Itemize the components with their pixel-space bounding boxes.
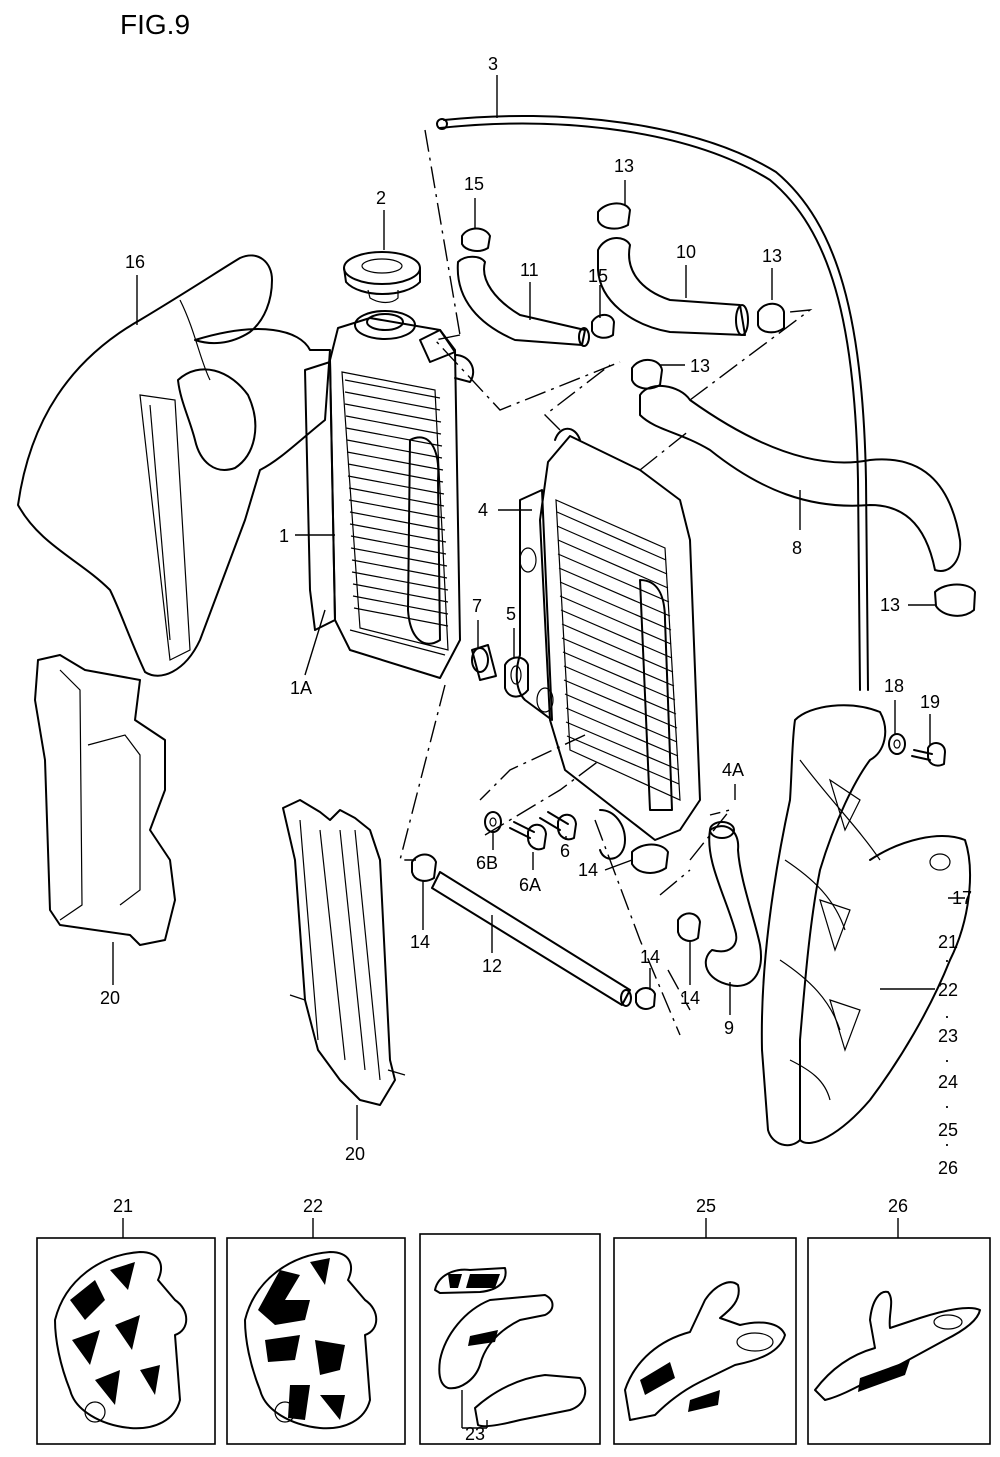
callout-21: 21 bbox=[938, 932, 958, 952]
callout-18: 18 bbox=[884, 676, 904, 696]
radiator-hose-upper bbox=[639, 384, 962, 572]
washer-6b bbox=[484, 811, 502, 833]
leader-lines bbox=[112, 75, 965, 1140]
inset-label-26: 26 bbox=[888, 1196, 908, 1216]
inset-label-23: 23 bbox=[465, 1424, 485, 1444]
callout-15-mid: 15 bbox=[588, 266, 608, 286]
radiator-left bbox=[304, 310, 475, 679]
hose-clamp-13-top bbox=[597, 202, 631, 230]
radiator-shroud-right bbox=[760, 704, 971, 1147]
callout-13-mid: 13 bbox=[762, 246, 782, 266]
radiator-hose-12 bbox=[431, 871, 632, 1007]
dot-5: · bbox=[944, 1134, 950, 1154]
callouts: 3 2 16 1 1A 4 7 5 6 6A 6B 15 15 13 13 13… bbox=[100, 54, 972, 1178]
callout-14-bottom: 14 bbox=[640, 947, 660, 967]
callout-10: 10 bbox=[676, 242, 696, 262]
dot-2: · bbox=[944, 1006, 950, 1026]
callout-4: 4 bbox=[478, 500, 488, 520]
inset-label-22: 22 bbox=[303, 1196, 323, 1216]
hose-clamp-14-right bbox=[677, 912, 701, 942]
bolt-19 bbox=[911, 742, 946, 767]
bolt-6a bbox=[509, 821, 547, 851]
dot-4: · bbox=[944, 1096, 950, 1116]
dot-3: · bbox=[944, 1050, 950, 1070]
hose-clamp-13-right bbox=[934, 583, 976, 617]
callout-6b: 6B bbox=[476, 853, 498, 873]
callout-25: 25 bbox=[938, 1120, 958, 1140]
callout-6a: 6A bbox=[519, 875, 541, 895]
hose-clamp-13-lower bbox=[631, 359, 663, 390]
callout-5: 5 bbox=[506, 604, 516, 624]
inset-21: 21 bbox=[36, 1196, 216, 1445]
radiator-hose-11 bbox=[456, 255, 590, 347]
hose-clamp-15-mid bbox=[591, 313, 615, 339]
inset-box-25 bbox=[613, 1237, 797, 1445]
callout-15-top: 15 bbox=[464, 174, 484, 194]
inset-22: 22 bbox=[226, 1196, 406, 1445]
callout-23: 23 bbox=[938, 1026, 958, 1046]
inset-26: 26 bbox=[807, 1196, 991, 1445]
callout-2: 2 bbox=[376, 188, 386, 208]
inset-box-26 bbox=[807, 1237, 991, 1445]
radiator-guard-left bbox=[34, 654, 176, 946]
radiator-hose-10 bbox=[597, 237, 749, 336]
callout-20-center: 20 bbox=[345, 1144, 365, 1164]
assembly-lines bbox=[399, 129, 813, 1036]
figure-title: FIG.9 bbox=[120, 9, 190, 40]
callout-6: 6 bbox=[560, 841, 570, 861]
callout-12: 12 bbox=[482, 956, 502, 976]
rm-decal bbox=[434, 1267, 507, 1294]
cushion-5 bbox=[504, 656, 529, 698]
radiator-hose-9 bbox=[704, 821, 762, 987]
breather-hose bbox=[436, 114, 869, 691]
callout-13-lower: 13 bbox=[690, 356, 710, 376]
callout-17: 17 bbox=[952, 888, 972, 908]
radiator-cap bbox=[343, 251, 421, 304]
callout-14-center: 14 bbox=[578, 860, 598, 880]
callout-24: 24 bbox=[938, 1072, 958, 1092]
inset-25: 25 bbox=[613, 1196, 797, 1445]
inset-23-24: 24 23 bbox=[419, 1233, 601, 1445]
inset-label-21: 21 bbox=[113, 1196, 133, 1216]
collar-7 bbox=[471, 644, 497, 681]
hose-clamp-13-mid bbox=[757, 302, 785, 334]
hose-clamp-15-top bbox=[461, 227, 491, 252]
hose-clamp-14-bottom bbox=[635, 987, 656, 1010]
callout-1: 1 bbox=[279, 526, 289, 546]
callout-20-left: 20 bbox=[100, 988, 120, 1008]
callout-26: 26 bbox=[938, 1158, 958, 1178]
callout-4a: 4A bbox=[722, 760, 744, 780]
callout-14-right: 14 bbox=[680, 988, 700, 1008]
callout-13-right: 13 bbox=[880, 595, 900, 615]
callout-8: 8 bbox=[792, 538, 802, 558]
radiator-guard-center bbox=[282, 799, 406, 1106]
radiator-shroud-left bbox=[17, 254, 331, 677]
callout-1a: 1A bbox=[290, 678, 312, 698]
callout-13-top: 13 bbox=[614, 156, 634, 176]
washer-18 bbox=[888, 733, 906, 755]
bolt-6 bbox=[539, 811, 577, 841]
callout-22: 22 bbox=[938, 980, 958, 1000]
radiator-right bbox=[515, 427, 701, 860]
callout-14-left: 14 bbox=[410, 932, 430, 952]
inset-label-25: 25 bbox=[696, 1196, 716, 1216]
callout-3: 3 bbox=[488, 54, 498, 74]
callout-11: 11 bbox=[520, 260, 539, 280]
callout-19: 19 bbox=[920, 692, 940, 712]
hose-clamp-14-center bbox=[631, 843, 669, 874]
callout-16: 16 bbox=[125, 252, 145, 272]
callout-7: 7 bbox=[472, 596, 482, 616]
hose-clamp-14-left bbox=[411, 853, 437, 882]
callout-9: 9 bbox=[724, 1018, 734, 1038]
dot-1: · bbox=[944, 950, 950, 970]
